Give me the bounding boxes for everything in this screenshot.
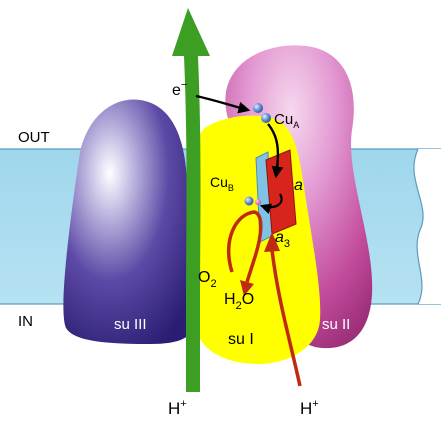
cu-a-label: CuA [274, 111, 299, 130]
heme-to-binuclear-arrow [259, 193, 283, 214]
heme-a [265, 149, 297, 235]
subunit-iii-label: su III [114, 316, 147, 333]
electron-transfer-arrow [267, 123, 284, 179]
cu-a-center [253, 103, 271, 123]
electron-label: e− [172, 79, 187, 99]
subunit-iii-shape [63, 99, 196, 344]
oxygen-reduction-arrowhead [240, 280, 254, 296]
proton-pump-arrow [172, 8, 210, 392]
out-label: OUT [18, 129, 50, 146]
o2-label: O2 [198, 269, 217, 290]
subunit-i-label: su I [228, 331, 254, 348]
subunit-ii-label: su II [322, 316, 350, 333]
proton-left-label: H+ [168, 398, 187, 418]
in-label: IN [18, 313, 33, 330]
cu-b-center [244, 196, 261, 206]
h2o-label: H2O [224, 291, 254, 312]
oxygen-reduction-arrow [226, 210, 263, 283]
proton-right-label: H+ [300, 398, 319, 418]
cu-b-label: CuB [210, 174, 234, 193]
substrate-proton-arrow [270, 249, 302, 387]
heme-a3-label: a3 [275, 229, 290, 250]
heme-a-label: a [294, 177, 303, 194]
substrate-proton-arrowhead [264, 232, 280, 252]
electron-arrow [195, 94, 251, 114]
